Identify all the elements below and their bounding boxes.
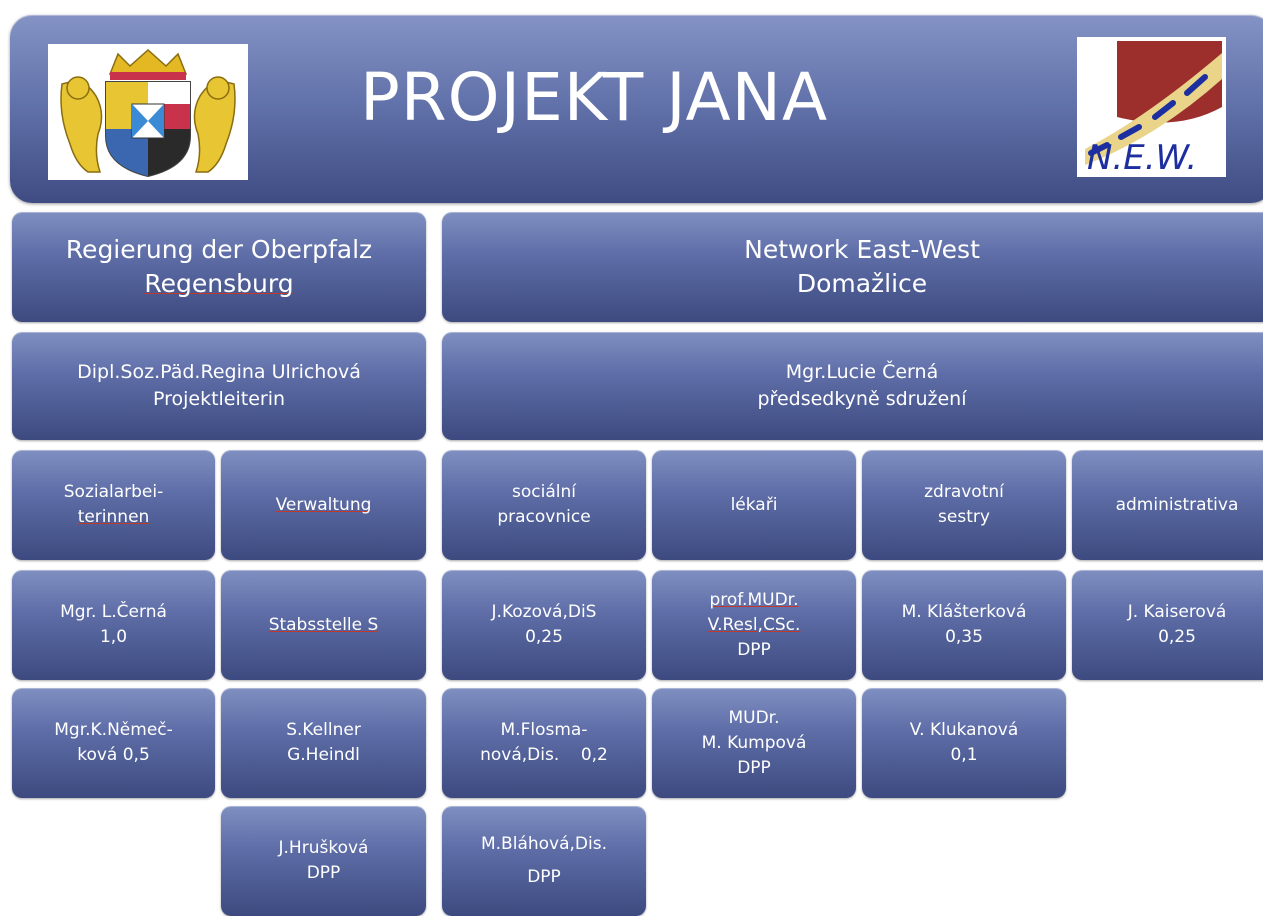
staff-card: prof.MUDr. V.Resl,CSc. DPP — [652, 570, 856, 680]
staff-name: nová,Dis. 0,2 — [480, 745, 608, 765]
staff-name: MUDr. — [728, 707, 780, 728]
staff-card: Mgr. L.Černá 1,0 — [12, 570, 215, 680]
staff-fte: 0,25 — [1158, 627, 1196, 647]
staff-fte: 0,25 — [525, 627, 563, 647]
left-lead-name: Dipl.Soz.Päd.Regina Ulrichová — [77, 361, 361, 383]
staff-fte: 0,35 — [945, 627, 983, 647]
left-organization-name: Regierung der Oberpfalz — [65, 235, 373, 264]
category-label: administrativa — [1115, 494, 1239, 515]
staff-name: prof.MUDr. — [709, 589, 799, 610]
category-lekari: lékaři — [652, 450, 856, 560]
staff-name: M.Flosma- — [500, 720, 588, 740]
staff-name: Mgr. L.Černá — [60, 602, 167, 622]
right-project-lead-box: Mgr.Lucie Černá předsedkyně sdružení — [442, 332, 1263, 440]
staff-name: ková 0,5 — [77, 745, 150, 765]
left-organization-city: Regensburg — [144, 269, 294, 298]
left-lead-role: Projektleiterin — [152, 388, 286, 410]
staff-card: M.Bláhová,Dis. DPP — [442, 806, 646, 916]
category-verwaltung: Verwaltung — [221, 450, 426, 560]
right-lead-role: předsedkyně sdružení — [757, 388, 967, 410]
svg-text:N.E.W.: N.E.W. — [1087, 138, 1197, 177]
category-label: zdravotní — [924, 482, 1004, 502]
right-organization-city: Domažlice — [796, 269, 928, 298]
staff-name: S.Kellner — [286, 720, 361, 740]
category-label: Verwaltung — [275, 494, 372, 515]
page-title: PROJEKT JANA — [360, 59, 829, 136]
staff-card: S.Kellner G.Heindl — [221, 688, 426, 798]
staff-card: J.Hrušková DPP — [221, 806, 426, 916]
bavarian-coat-of-arms-logo — [48, 44, 248, 180]
staff-name: J.Hrušková — [278, 838, 369, 858]
staff-name: J.Kozová,DiS — [491, 602, 597, 622]
staff-card: J. Kaiserová 0,25 — [1072, 570, 1263, 680]
staff-name: M.Bláhová,Dis. — [480, 834, 607, 854]
staff-name: G.Heindl — [287, 745, 360, 765]
right-lead-name: Mgr.Lucie Černá — [785, 361, 939, 383]
left-organization-box: Regierung der Oberpfalz Regensburg — [12, 212, 426, 322]
staff-name: Mgr.K.Němeč- — [54, 720, 173, 740]
staff-card: V. Klukanová 0,1 — [862, 688, 1066, 798]
category-administrativa: administrativa — [1072, 450, 1263, 560]
right-organization-name: Network East-West — [744, 235, 980, 264]
category-label: Sozialarbei- — [63, 482, 164, 502]
staff-card: M.Flosma- nová,Dis. 0,2 — [442, 688, 646, 798]
new-network-logo: N.E.W. — [1077, 37, 1226, 178]
staff-card: M. Klášterková 0,35 — [862, 570, 1066, 680]
staff-name: Stabsstelle S — [268, 614, 379, 635]
category-socialni-pracovnice: sociální pracovnice — [442, 450, 646, 560]
category-label: pracovnice — [497, 507, 591, 527]
staff-card: MUDr. M. Kumpová DPP — [652, 688, 856, 798]
category-label: sestry — [938, 507, 990, 527]
staff-card: J.Kozová,DiS 0,25 — [442, 570, 646, 680]
category-label: sociální — [512, 482, 576, 502]
staff-fte: 0,1 — [950, 745, 978, 765]
staff-contract: DPP — [527, 867, 561, 887]
category-sozialarbeiterinnen: Sozialarbei- terinnen — [12, 450, 215, 560]
category-label: lékaři — [730, 494, 778, 515]
staff-name: V. Klukanová — [909, 720, 1019, 740]
staff-contract: DPP — [306, 863, 341, 883]
right-organization-box: Network East-West Domažlice — [442, 212, 1263, 322]
staff-contract: DPP — [737, 639, 771, 660]
staff-card: Stabsstelle S — [221, 570, 426, 680]
staff-contract: DPP — [737, 757, 771, 778]
staff-fte: 1,0 — [99, 627, 128, 647]
staff-name: J. Kaiserová — [1127, 602, 1227, 622]
left-project-lead-box: Dipl.Soz.Päd.Regina Ulrichová Projektlei… — [12, 332, 426, 440]
category-zdravotni-sestry: zdravotní sestry — [862, 450, 1066, 560]
category-label: terinnen — [77, 507, 150, 527]
staff-name: M. Kumpová — [701, 732, 807, 753]
staff-card: Mgr.K.Němeč- ková 0,5 — [12, 688, 215, 798]
staff-name: M. Klášterková — [901, 602, 1027, 622]
staff-name: V.Resl,CSc. — [707, 614, 801, 635]
